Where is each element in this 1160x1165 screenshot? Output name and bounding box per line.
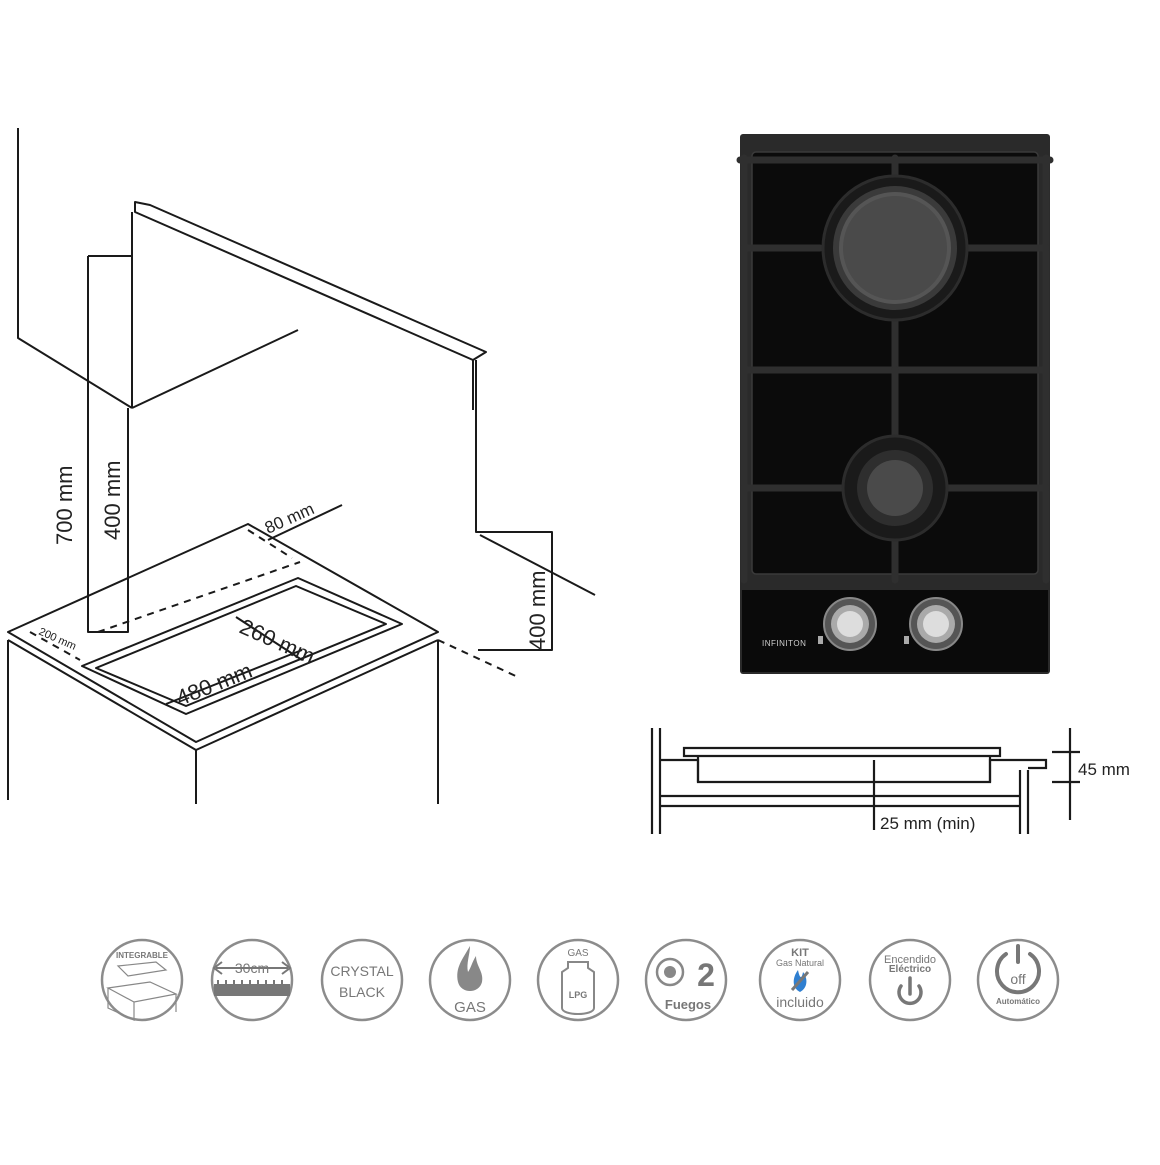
dashed-guide-1: [97, 561, 301, 633]
power-ring-icon: [995, 952, 1041, 995]
knob-right[interactable]: [909, 597, 963, 651]
badge-width: 30cm: [210, 938, 294, 1022]
shelf: [660, 794, 1020, 808]
hob-plate: [682, 746, 1002, 758]
worktop-front: [7, 639, 439, 751]
dim-leader-80: [267, 504, 343, 541]
label-200mm: 200 mm: [37, 626, 78, 653]
badge-burners: 2 Fuegos: [644, 938, 728, 1022]
badge-burners-label: Fuegos: [665, 997, 711, 1012]
cabinet-right-wall: [1018, 770, 1030, 834]
badge-ignition-line1: Encendido: [884, 954, 936, 966]
chimney: [87, 255, 132, 633]
worktop-left: [660, 758, 1048, 784]
badge-gas-label: GAS: [454, 999, 486, 1016]
feature-badges: INTEGRABLE 30cm CRYSTAL BLACK GAS GA: [100, 938, 1060, 1022]
badge-lpg: GAS LPG: [536, 938, 620, 1022]
hob-side-icon: [214, 984, 290, 996]
width-arrow-icon: [212, 961, 292, 975]
hob-teeth-icon: [217, 980, 283, 984]
badge-width-label: 30cm: [235, 960, 269, 976]
badge-kit: KIT Gas Natural incluido: [758, 938, 842, 1022]
dashed-guide-4: [29, 631, 81, 661]
badge-lpg-top: GAS: [567, 948, 588, 959]
label-400mm-left: 400 mm: [100, 461, 125, 540]
badge-kit-line2: Gas Natural: [776, 958, 824, 968]
hob-control-strip: [742, 590, 1048, 672]
hob-inner: [95, 585, 387, 707]
dashed-guide-2: [247, 529, 293, 559]
knob-left[interactable]: [823, 597, 877, 651]
label-80mm: 80 mm: [262, 499, 317, 537]
power-icon: [897, 984, 923, 1006]
wrench-icon: [790, 971, 810, 991]
flame-icon: [457, 946, 483, 991]
cabinet: [7, 640, 439, 804]
badge-crystal-line2: BLACK: [339, 984, 386, 1000]
burner-indicator-icon: [904, 636, 909, 644]
dashed-guide-3: [437, 639, 521, 679]
installation-diagram: 700 mm 400 mm 80 mm 400 mm 200 mm 260 mm…: [7, 128, 596, 804]
dim-45-line: [1052, 728, 1080, 820]
hob-product: INFINITON: [736, 134, 1054, 674]
badge-kit-line1: KIT: [791, 947, 809, 959]
badge-integrable-label: INTEGRABLE: [116, 951, 169, 960]
hob-body: [696, 756, 992, 782]
badge-gas: GAS: [428, 938, 512, 1022]
worktop: [7, 523, 439, 743]
label-45mm: 45 mm: [1078, 760, 1130, 779]
hob-outline-icon: [116, 961, 168, 977]
cabinet-left-wall: [650, 728, 662, 834]
cross-section-diagram: 45 mm 25 mm (min): [650, 728, 1130, 834]
badge-burners-count: 2: [697, 957, 715, 993]
wall-line: [17, 128, 133, 409]
burner-indicator-icon: [818, 636, 823, 644]
label-25mm: 25 mm (min): [880, 814, 975, 833]
label-700mm: 700 mm: [52, 466, 77, 545]
badge-lpg-label: LPG: [569, 990, 588, 1000]
large-burner: [821, 174, 969, 322]
badge-integrable: INTEGRABLE: [100, 938, 184, 1022]
hob-outline: [81, 577, 403, 715]
label-400mm-right: 400 mm: [525, 571, 550, 650]
badge-auto-label: Automático: [996, 997, 1040, 1006]
brand-logo: INFINITON: [762, 639, 806, 648]
dim-line-260: [235, 616, 303, 661]
pan-support: [736, 154, 1054, 584]
badge-ignition: Encendido Eléctrico: [868, 938, 952, 1022]
badge-off-label: off: [1010, 971, 1025, 987]
small-burner: [841, 434, 949, 542]
badge-ignition-line2: Eléctrico: [889, 964, 931, 975]
badge-crystal-black: CRYSTAL BLACK: [320, 938, 404, 1022]
burner-icon: [655, 957, 685, 987]
badge-crystal-line1: CRYSTAL: [330, 963, 393, 979]
dim-leader-400r: [479, 534, 596, 596]
dim-line-480: [165, 649, 303, 705]
right-wall: [475, 360, 553, 651]
badge-kit-line3: incluido: [776, 994, 824, 1010]
gas-bottle-icon: [561, 961, 595, 1015]
hood-front: [131, 212, 474, 410]
badge-auto-off: off Automático: [976, 938, 1060, 1022]
worktop-icon: [106, 981, 178, 1021]
hood-top: [134, 201, 487, 361]
